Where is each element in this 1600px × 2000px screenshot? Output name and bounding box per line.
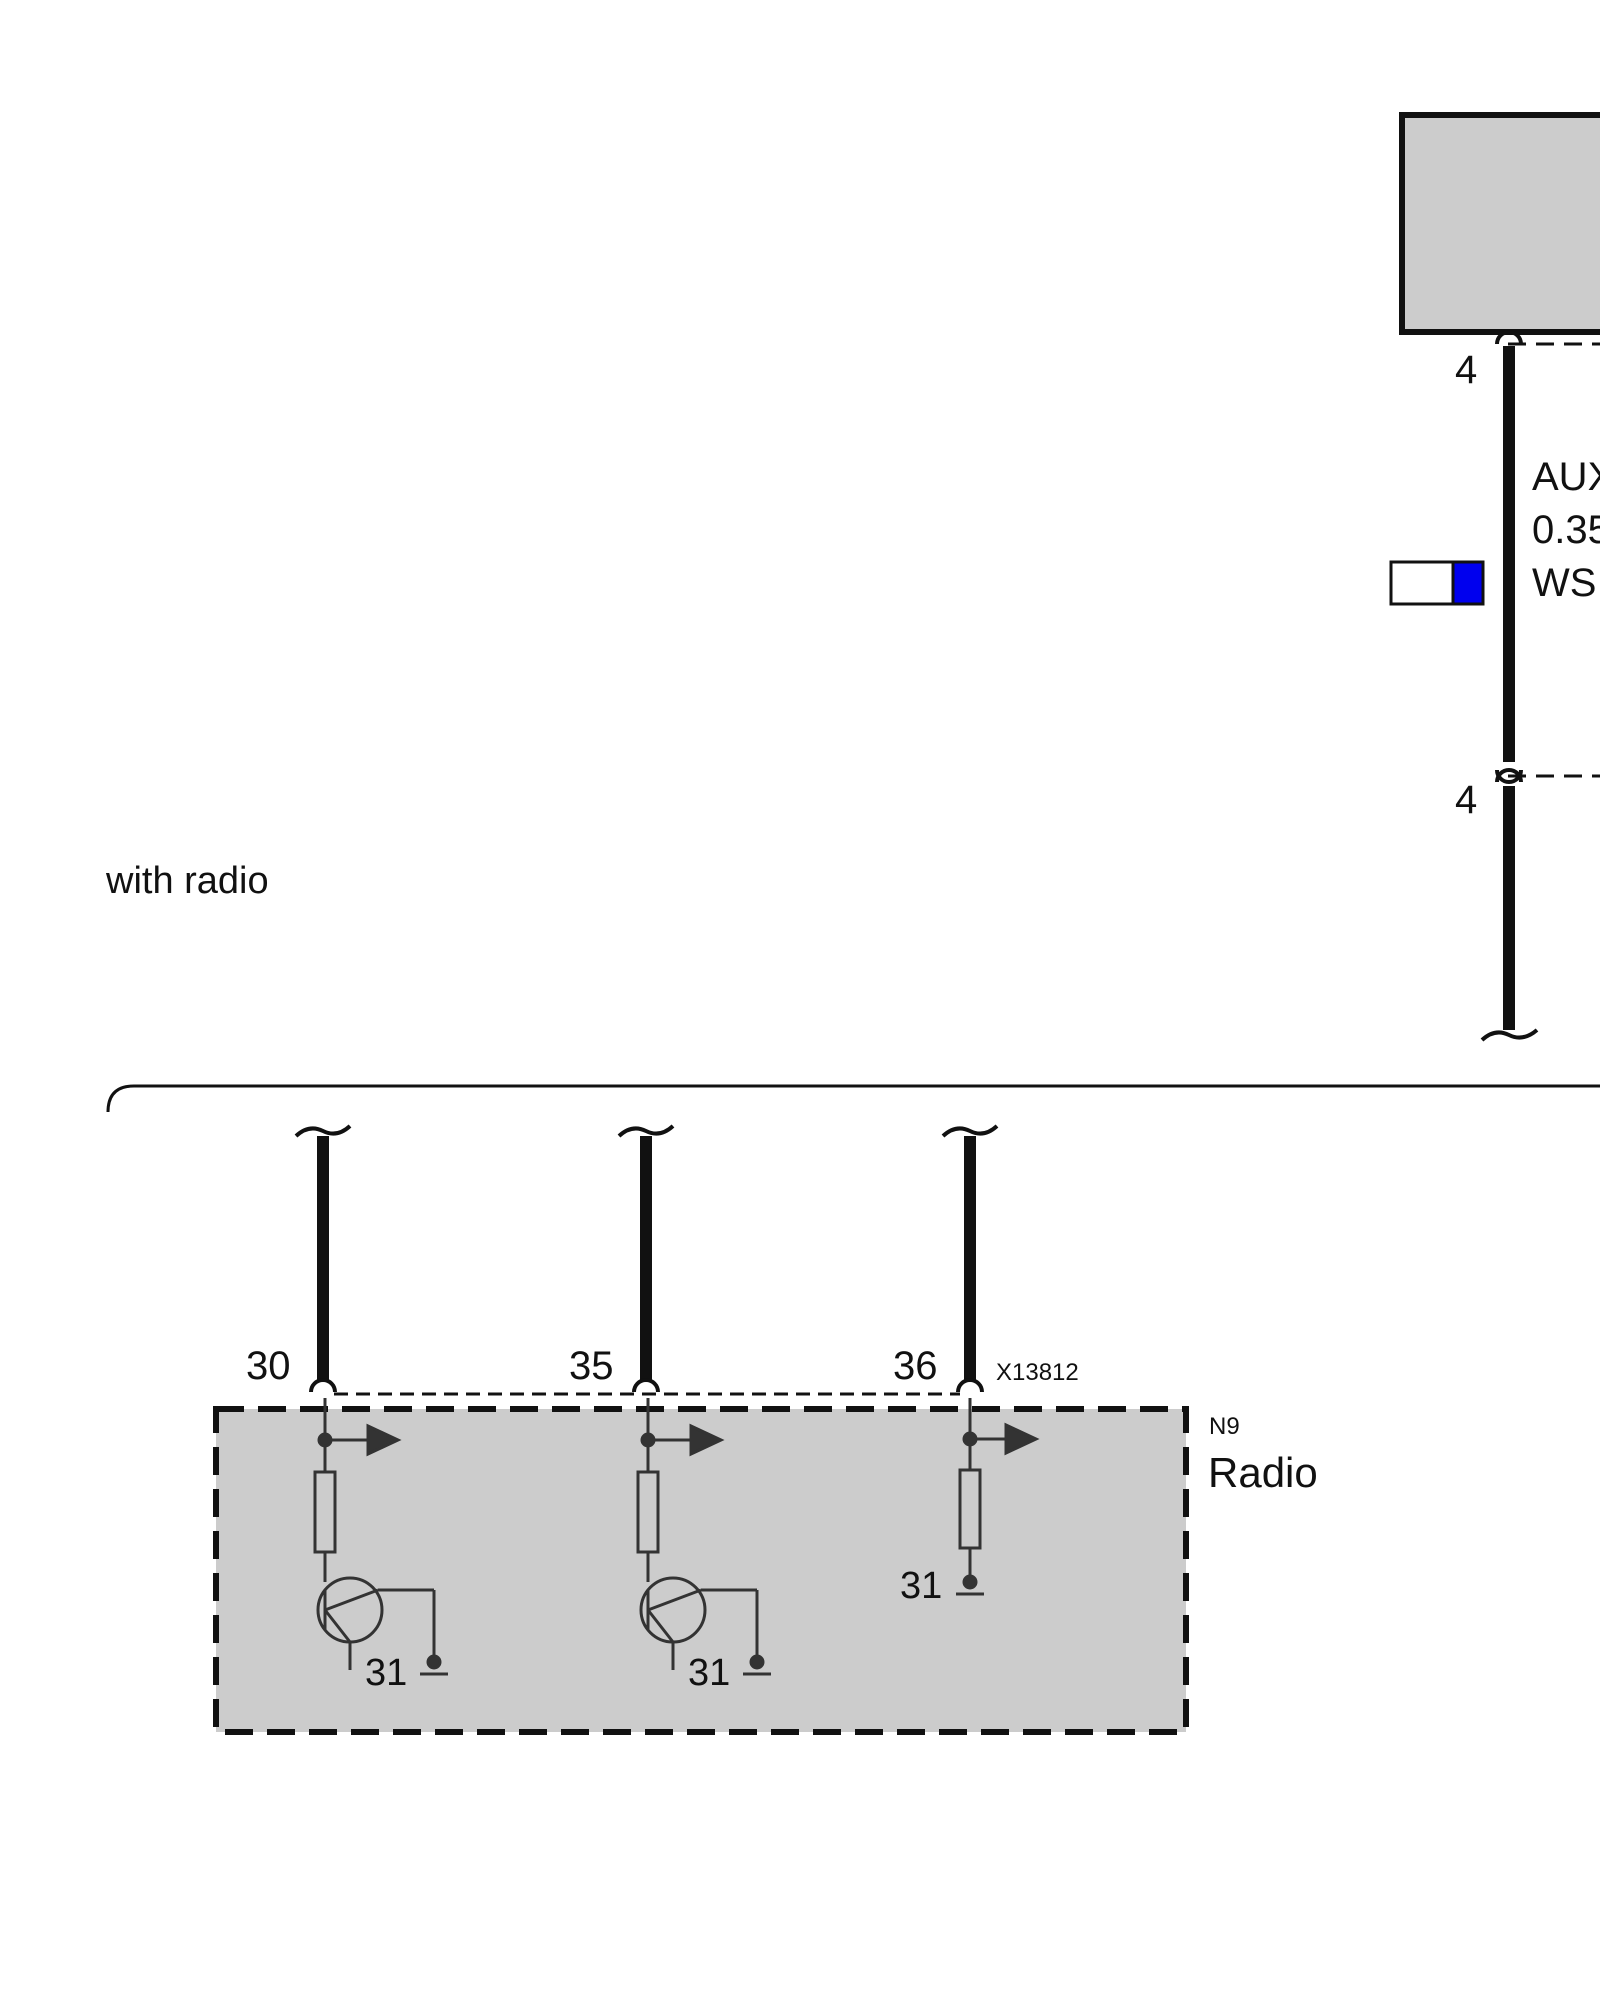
wire-break-35	[617, 1124, 675, 1138]
ground-label-35: 31	[688, 1652, 730, 1694]
wire-break-36	[941, 1124, 999, 1138]
ground-label-36: 31	[900, 1565, 942, 1607]
wire-gauge-label: 0.35	[1532, 508, 1600, 552]
wire-color-swatch-blue	[1451, 560, 1485, 606]
radio-pin-36-label: 36	[893, 1344, 938, 1388]
condition-label: with radio	[105, 860, 269, 902]
connector-id-label: X13812	[996, 1359, 1079, 1386]
radio-pin-35-label: 35	[569, 1344, 614, 1388]
radio-component-box	[213, 1406, 1189, 1735]
top-pin-label: 4	[1455, 348, 1477, 392]
wire-color-label: WS	[1532, 561, 1596, 605]
wire-break-symbol	[1480, 1028, 1539, 1042]
radio-code-label: N9	[1209, 1413, 1240, 1440]
pin-junction-30	[309, 1378, 337, 1393]
bottom-pin-label: 4	[1455, 778, 1477, 822]
wire-break-30	[294, 1124, 352, 1138]
wire-function-label: AUX	[1532, 455, 1600, 499]
circuit-30	[313, 1398, 448, 1676]
pin-junction-36	[956, 1378, 984, 1393]
condition-bracket	[106, 1084, 1600, 1113]
radio-pin-30-label: 30	[246, 1344, 291, 1388]
top-pin-junction	[1495, 330, 1523, 345]
radio-name-label: Radio	[1208, 1449, 1318, 1496]
circuit-35	[636, 1398, 771, 1676]
bottom-pin-junction-lower	[1495, 768, 1523, 783]
circuit-36	[956, 1398, 1040, 1596]
ground-label-30: 31	[365, 1652, 407, 1694]
top-component-box	[1399, 112, 1600, 335]
wire-color-swatch-white	[1389, 560, 1455, 606]
pin-junction-35	[632, 1378, 660, 1393]
